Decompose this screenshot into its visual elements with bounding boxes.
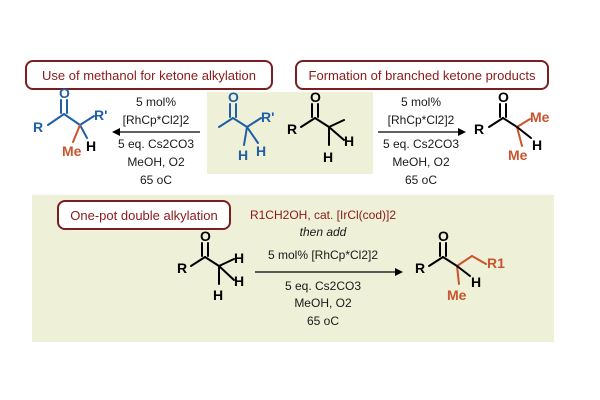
left-cond-5: 65 oC	[140, 173, 172, 187]
bottom-product-molecule: O R H Me R1	[415, 228, 505, 303]
atom-h-left: H	[86, 138, 96, 154]
bottom-cond-5: MeOH, O2	[294, 296, 352, 310]
atom-o-bottom-start: O	[200, 228, 211, 244]
left-arrow	[112, 128, 200, 136]
atom-h1-center2: H	[344, 133, 354, 149]
atom-h-bottom-product: H	[471, 274, 481, 290]
atom-h1-center1: H	[238, 147, 248, 163]
right-arrow	[378, 128, 466, 136]
bottom-cond-6: 65 oC	[307, 314, 339, 328]
bottom-start-molecule: O R H H H	[177, 228, 244, 303]
atom-me2-right: Me	[508, 147, 528, 163]
atom-rprime-left: R'	[94, 107, 107, 123]
bottom-cond-4: 5 eq. Cs2CO3	[285, 279, 361, 293]
atom-o-bottom-product: O	[438, 228, 449, 244]
title-bottom: One-pot double alkylation	[57, 200, 231, 230]
atom-r-bottom-product: R	[415, 260, 425, 276]
atom-o-center2: O	[310, 89, 321, 105]
atom-r-right: R	[474, 121, 484, 137]
right-product-molecule: O R Me H Me	[474, 89, 550, 163]
left-cond-3: 5 eq. Cs2CO3	[118, 137, 194, 151]
atom-h2-center1: H	[256, 143, 266, 159]
atom-me-bottom-product: Me	[447, 287, 467, 303]
right-conditions: 5 mol% [RhCp*Cl2]2 5 eq. Cs2CO3 MeOH, O2…	[383, 95, 459, 187]
atom-h2-bottom-start: H	[234, 273, 244, 289]
atom-o-right: O	[498, 89, 509, 105]
left-product-molecule: O R R' H Me	[33, 85, 107, 159]
atom-r-left: R	[33, 119, 43, 135]
atom-h-right: H	[532, 137, 542, 153]
atom-rprime-center1: R'	[261, 109, 274, 125]
title-left-text: Use of methanol for ketone alkylation	[42, 68, 256, 83]
atom-o-center1: O	[228, 89, 239, 105]
left-cond-4: MeOH, O2	[127, 155, 185, 169]
bottom-cond-3: 5 mol% [RhCp*Cl2]2	[268, 248, 378, 262]
bottom-conditions: R1CH2OH, cat. [IrCl(cod)]2 then add 5 mo…	[250, 208, 396, 328]
bottom-arrow	[255, 268, 403, 276]
atom-r1-bottom-product: R1	[487, 255, 505, 271]
left-cond-1: 5 mol%	[136, 95, 176, 109]
left-cond-2: [RhCp*Cl2]2	[123, 113, 190, 127]
bottom-cond-2: then add	[300, 225, 347, 239]
atom-r-center2: R	[287, 121, 297, 137]
right-cond-5: 65 oC	[405, 173, 437, 187]
title-right: Formation of branched ketone products	[295, 60, 549, 90]
title-bottom-text: One-pot double alkylation	[70, 208, 217, 223]
atom-me-left: Me	[62, 143, 82, 159]
atom-o-left: O	[59, 85, 70, 101]
title-left: Use of methanol for ketone alkylation	[25, 60, 273, 90]
center-molecule-blue: O R' H H	[218, 89, 274, 163]
atom-h2-center2: H	[323, 149, 333, 165]
atom-h3-bottom-start: H	[213, 287, 223, 303]
right-cond-2: [RhCp*Cl2]2	[388, 113, 455, 127]
atom-me1-right: Me	[530, 109, 550, 125]
atom-r-bottom-start: R	[177, 260, 187, 276]
center-panel	[207, 92, 373, 174]
bottom-cond-1: R1CH2OH, cat. [IrCl(cod)]2	[250, 208, 396, 222]
right-cond-3: 5 eq. Cs2CO3	[383, 137, 459, 151]
atom-h1-bottom-start: H	[234, 250, 244, 266]
right-cond-1: 5 mol%	[401, 95, 441, 109]
left-conditions: 5 mol% [RhCp*Cl2]2 5 eq. Cs2CO3 MeOH, O2…	[118, 95, 194, 187]
right-cond-4: MeOH, O2	[392, 155, 450, 169]
center-molecule-black: O R H H	[287, 89, 354, 165]
title-right-text: Formation of branched ketone products	[309, 68, 536, 83]
